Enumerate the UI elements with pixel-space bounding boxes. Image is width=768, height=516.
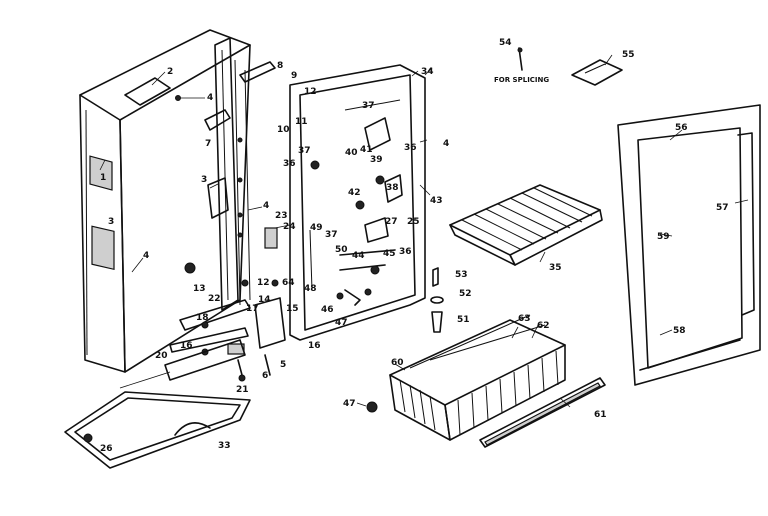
callout-38: 38	[386, 183, 399, 193]
callout-7: 7	[205, 139, 211, 149]
side-rails	[175, 37, 278, 311]
callout-64: 64	[282, 278, 295, 288]
callout-4c: 4	[263, 201, 269, 211]
callout-40: 40	[345, 148, 358, 158]
callout-37b: 37	[298, 146, 311, 156]
callout-60: 60	[391, 358, 404, 368]
part-55	[571, 59, 623, 86]
callout-45: 45	[383, 249, 396, 259]
callout-26: 26	[100, 444, 113, 454]
callout-3b: 3	[108, 217, 114, 227]
callout-51: 51	[457, 315, 470, 325]
drain-pan	[64, 339, 251, 469]
callout-6: 6	[262, 371, 268, 381]
inner-liner	[289, 64, 426, 341]
callout-1: 1	[100, 173, 106, 183]
leader-lines	[99, 54, 749, 408]
callout-49: 49	[310, 223, 323, 233]
callout-5: 5	[280, 360, 286, 370]
callout-56: 56	[675, 123, 688, 133]
callout-25: 25	[407, 217, 420, 227]
lower-hardware	[169, 279, 286, 382]
callout-61: 61	[594, 410, 607, 420]
callout-62: 62	[537, 321, 550, 331]
callout-63: 63	[518, 314, 531, 324]
callout-23: 23	[275, 211, 288, 221]
callout-27: 27	[385, 217, 398, 227]
callout-12a: 12	[304, 87, 317, 97]
callout-36c: 36	[399, 247, 412, 257]
callout-50: 50	[335, 245, 348, 255]
callout-24: 24	[283, 222, 296, 232]
callout-37c: 37	[325, 230, 338, 240]
callout-47b: 47	[343, 399, 356, 409]
callout-10: 10	[277, 125, 290, 135]
trim-strip	[479, 377, 606, 448]
callout-8: 8	[277, 61, 283, 71]
callout-20: 20	[155, 351, 168, 361]
part-26	[83, 433, 93, 443]
callout-39: 39	[370, 155, 383, 165]
callout-labels: 1 2 3 3 4 4 4 4 5 6 7 8 9 10 11 12 12 13…	[100, 38, 729, 454]
callout-3a: 3	[201, 175, 207, 185]
callout-21: 21	[236, 385, 249, 395]
part-23	[264, 227, 278, 249]
callout-53: 53	[455, 270, 468, 280]
callout-17: 17	[246, 304, 259, 314]
callout-44: 44	[352, 251, 365, 261]
callout-41: 41	[360, 145, 373, 155]
callout-2: 2	[167, 67, 173, 77]
callout-4a: 4	[207, 93, 213, 103]
callout-16b: 16	[308, 341, 321, 351]
callout-48: 48	[304, 284, 317, 294]
callout-55: 55	[622, 50, 635, 60]
part-13	[184, 262, 196, 274]
callout-57: 57	[716, 203, 729, 213]
callout-35: 35	[549, 263, 562, 273]
outer-cabinet	[79, 29, 251, 373]
callout-59: 59	[657, 232, 670, 242]
callout-4d: 4	[443, 139, 449, 149]
callout-52: 52	[459, 289, 472, 299]
callout-34: 34	[421, 67, 434, 77]
callout-46: 46	[321, 305, 334, 315]
callout-18: 18	[196, 313, 209, 323]
callout-4b: 4	[143, 251, 149, 261]
callout-54: 54	[499, 38, 512, 48]
callout-42: 42	[348, 188, 361, 198]
callout-58: 58	[673, 326, 686, 336]
door-gasket	[617, 104, 761, 386]
wire-shelf	[449, 184, 603, 266]
callout-36a: 36	[283, 159, 296, 169]
callout-37a: 37	[362, 101, 375, 111]
vent-panel-1	[89, 155, 113, 191]
callout-47a: 47	[335, 318, 348, 328]
callout-15: 15	[286, 304, 299, 314]
wire-basket	[366, 314, 566, 441]
note-for-splicing: FOR SPLICING	[494, 76, 549, 84]
callout-14: 14	[258, 295, 271, 305]
callout-33: 33	[218, 441, 231, 451]
top-bracket	[124, 77, 171, 106]
vent-panel-2	[91, 225, 115, 271]
callout-12b: 12	[257, 278, 270, 288]
callout-22: 22	[208, 294, 221, 304]
small-parts	[336, 267, 444, 333]
callout-9: 9	[291, 71, 297, 81]
callout-43: 43	[430, 196, 443, 206]
splice-kit	[517, 47, 623, 86]
part-47	[366, 401, 378, 413]
callout-16a: 16	[180, 341, 193, 351]
callout-36b: 36	[404, 143, 417, 153]
callout-11: 11	[295, 117, 308, 127]
callout-13: 13	[193, 284, 206, 294]
